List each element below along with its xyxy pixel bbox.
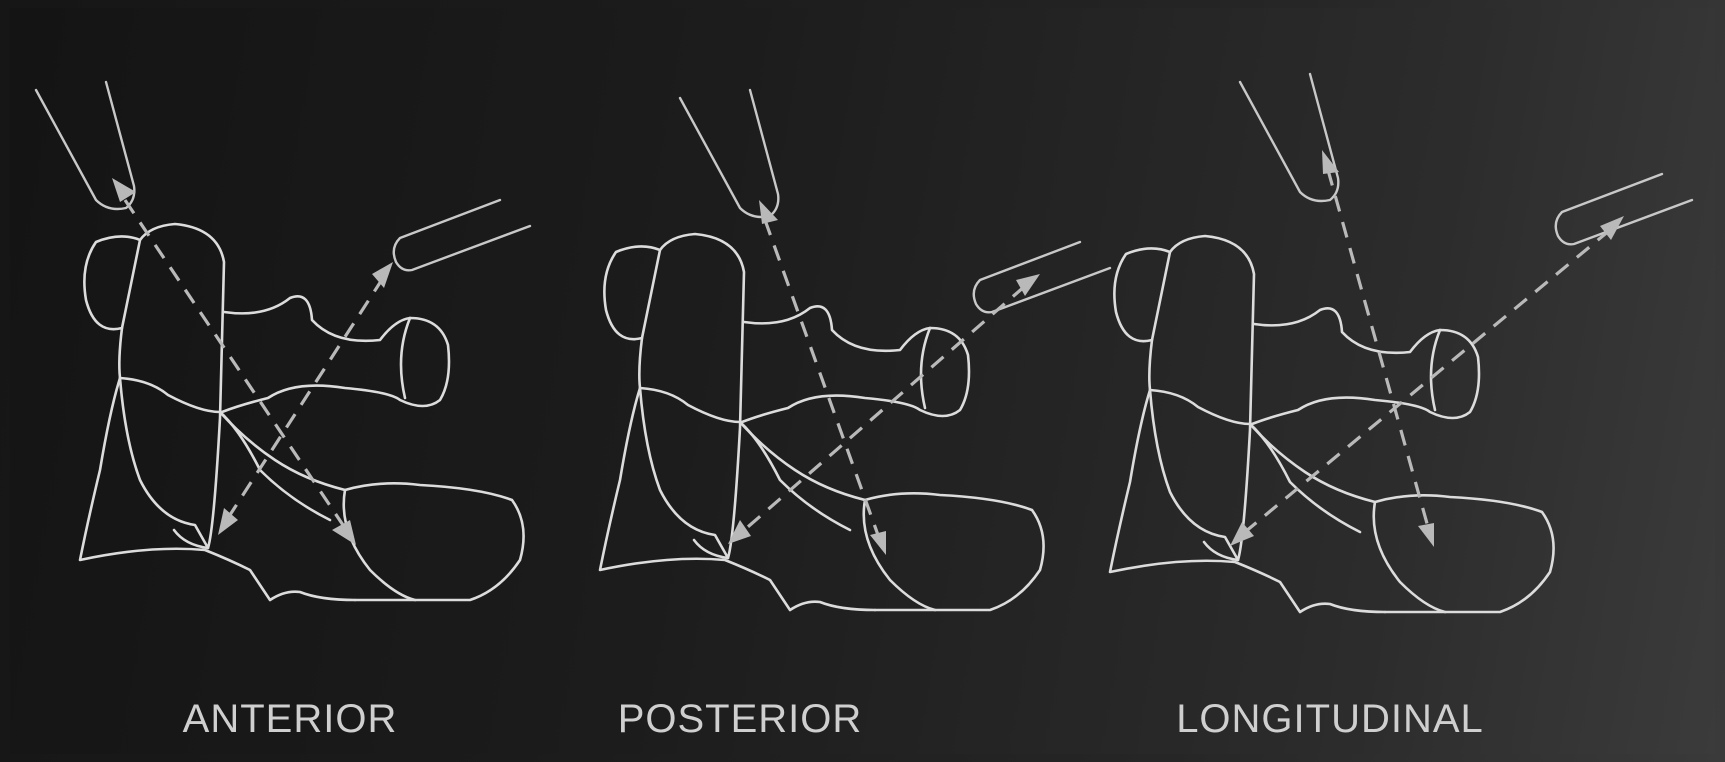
probe-side-longitudinal xyxy=(1556,174,1692,244)
arrowhead-ankle-anterior xyxy=(218,508,238,535)
label-anterior: ANTERIOR xyxy=(100,695,480,743)
bone-outline-anterior xyxy=(80,224,524,600)
probe-side-posterior xyxy=(974,242,1110,312)
label-longitudinal: LONGITUDINAL xyxy=(1090,695,1570,743)
arrowhead-side-anterior xyxy=(372,262,393,288)
arrowhead-bottom-longitudinal xyxy=(1418,523,1434,547)
bone-outline-longitudinal xyxy=(1110,236,1554,612)
panel-longitudinal xyxy=(1110,74,1692,612)
beam-side-longitudinal xyxy=(1245,230,1610,532)
arrowhead-bottom-anterior xyxy=(332,520,356,545)
beam-top-anterior xyxy=(125,200,345,528)
label-posterior: POSTERIOR xyxy=(540,695,940,743)
probe-side-anterior xyxy=(394,200,530,270)
probe-top-posterior xyxy=(680,90,778,217)
panel-anterior xyxy=(36,82,530,600)
beam-top-posterior xyxy=(765,220,878,535)
bone-outline-posterior xyxy=(600,234,1044,610)
panel-posterior xyxy=(600,90,1110,610)
probe-top-longitudinal xyxy=(1240,74,1338,201)
